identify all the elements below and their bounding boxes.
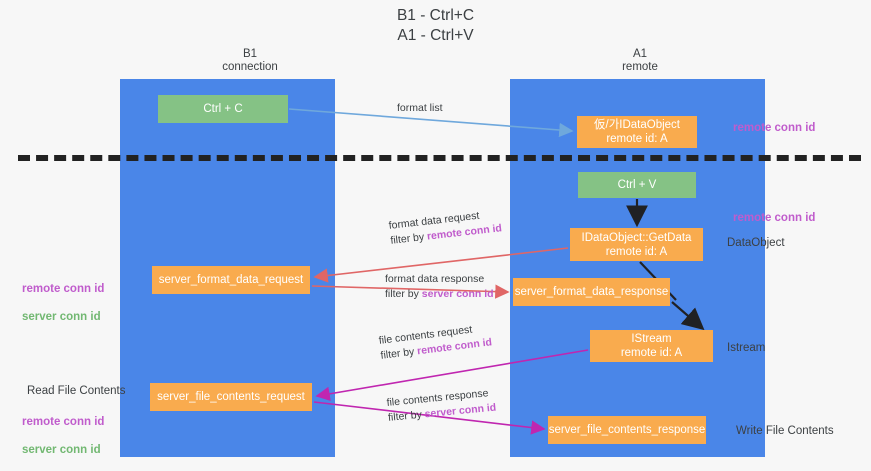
filter-key-server-conn-id: server conn id [421,288,494,300]
box-idataobject[interactable]: 仮/가IDataObject remote id: A [577,116,697,148]
box-server-file-contents-response[interactable]: server_file_contents_response [548,416,706,444]
box-server-format-data-request[interactable]: server_format_data_request [152,266,310,294]
box-server-format-data-response[interactable]: server_format_data_response [513,278,670,306]
annotation-server-conn-id: server conn id [22,444,101,456]
edge-label-format-data-request: format data request filter by remote con… [388,206,503,248]
filter-prefix: filter by [385,288,422,300]
annotation-left-conn-ids-bottom: remote conn id server conn id [22,401,104,471]
filter-prefix: filter by [389,230,428,247]
column-header-a1: A1 remote [622,48,658,73]
edge-label-file-contents-response: file contents response filter by server … [386,386,497,426]
page-title: B1 - Ctrl+C A1 - Ctrl+V [396,7,475,44]
edge-label-format-data-response-line1: format data response [385,273,485,285]
edge-label-format-list: format list [397,101,443,116]
annotation-write-file-contents: Write File Contents [736,425,834,437]
phase-divider [18,155,861,161]
annotation-istream: Istream [727,342,766,354]
edge-label-format-data-response: format data response filter by server co… [385,272,494,302]
filter-prefix: filter by [387,408,426,424]
box-idataobject-getdata[interactable]: IDataObject::GetData remote id: A [570,228,703,261]
annotation-remote-conn-id: remote conn id [22,416,105,428]
edge-label-format-list-text: format list [397,102,443,114]
box-ctrl-c[interactable]: Ctrl + C [158,95,288,123]
edge-label-file-contents-request: file contents request filter by remote c… [378,320,493,363]
edge-label-format-data-response-line2: filter by server conn id [385,287,494,302]
annotation-right-remote-conn-id-top: remote conn id [733,122,816,134]
box-istream[interactable]: IStream remote id: A [590,330,713,362]
box-server-file-contents-request[interactable]: server_file_contents_request [150,383,312,411]
box-ctrl-v[interactable]: Ctrl + V [578,172,696,198]
annotation-remote-conn-id: remote conn id [22,283,105,295]
annotation-dataobject: DataObject [727,237,785,249]
annotation-right-remote-conn-id-mid: remote conn id [733,212,816,224]
filter-prefix: filter by [379,345,418,362]
annotation-read-file-contents: Read File Contents [27,385,126,397]
column-header-b1: B1 connection [222,48,278,73]
annotation-server-conn-id: server conn id [22,311,101,323]
annotation-left-conn-ids-top: remote conn id server conn id [22,268,104,338]
